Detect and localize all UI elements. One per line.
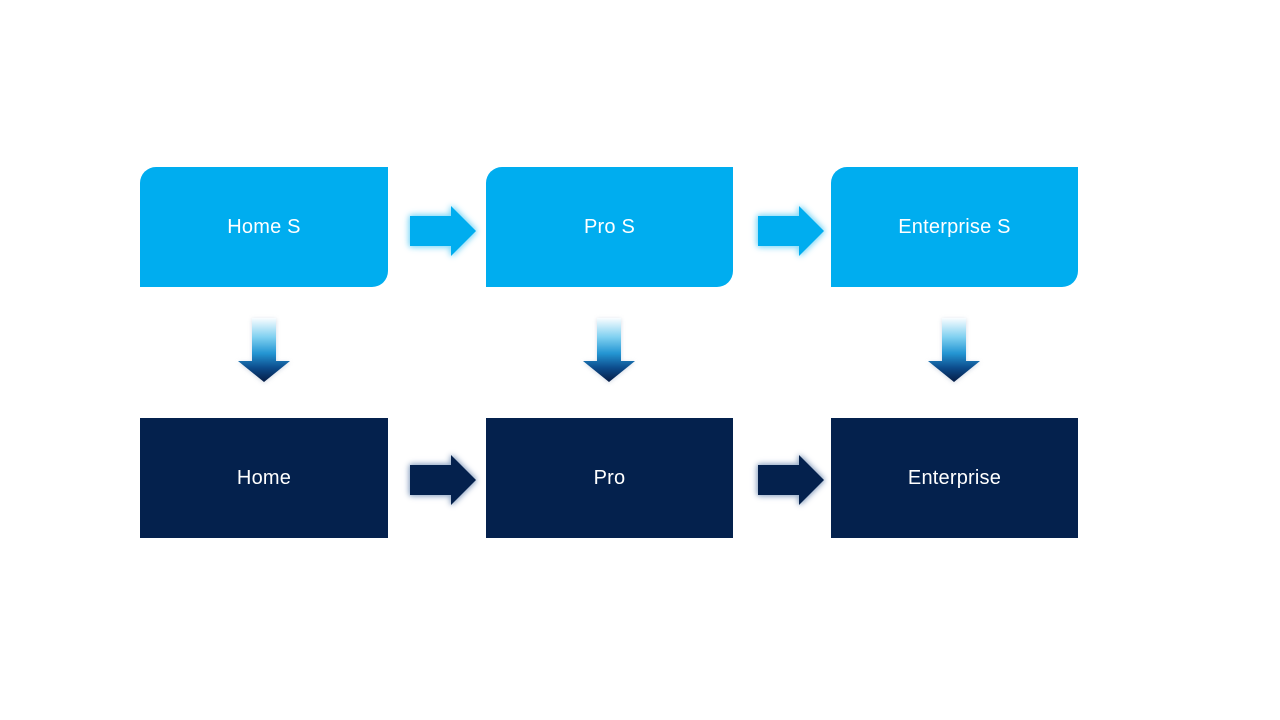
right-arrow-icon (758, 205, 824, 257)
node-label: Enterprise S (898, 215, 1011, 238)
node-pro: Pro (486, 418, 733, 538)
node-label: Home (236, 466, 292, 489)
node-label: Pro S (583, 215, 636, 238)
down-arrow-icon (928, 318, 980, 382)
node-enterprise-s: Enterprise S (831, 167, 1078, 287)
node-enterprise: Enterprise (831, 418, 1078, 538)
node-home: Home (140, 418, 388, 538)
right-arrow-icon (410, 454, 476, 506)
right-arrow-icon (410, 205, 476, 257)
node-label: Home S (227, 215, 301, 238)
down-arrow-icon (583, 318, 635, 382)
right-arrow-icon (758, 454, 824, 506)
node-label: Pro (593, 466, 626, 489)
node-pro-s: Pro S (486, 167, 733, 287)
node-label: Enterprise (907, 466, 1002, 489)
node-home-s: Home S (140, 167, 388, 287)
down-arrow-icon (238, 318, 290, 382)
